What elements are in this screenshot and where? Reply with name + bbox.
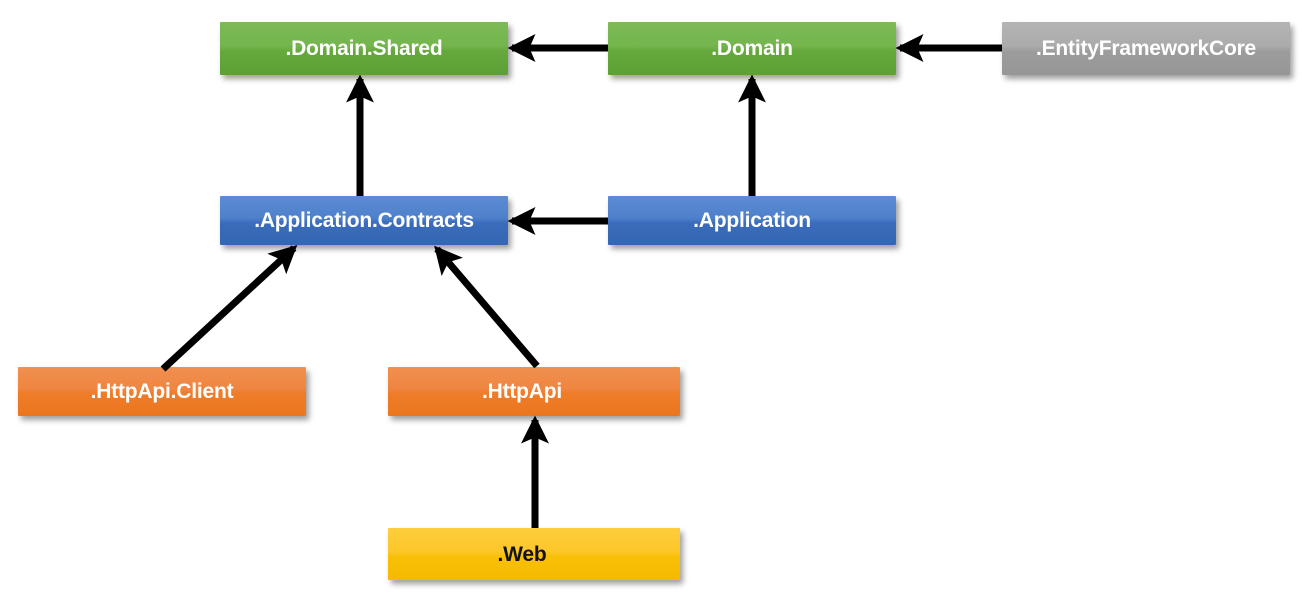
node-application[interactable]: .Application [608,196,896,245]
node-web[interactable]: .Web [388,528,680,580]
arrow-group [160,34,1002,528]
node-label-httpapi: .HttpApi [481,380,563,403]
node-label-application: .Application [693,209,811,232]
arrow-httpapi-client-to-application-contracts [160,244,298,372]
node-entityframeworkcore[interactable]: .EntityFrameworkCore [1002,22,1290,75]
node-application-contracts[interactable]: .Application.Contracts [220,196,508,245]
node-label-entityframeworkcore: .EntityFrameworkCore [1035,37,1257,60]
node-domain[interactable]: .Domain [608,22,896,75]
node-label-httpapi-client: .HttpApi.Client [90,380,234,403]
node-label-application-contracts: .Application.Contracts [254,209,474,232]
node-httpapi-client[interactable]: .HttpApi.Client [18,367,306,416]
arrow-httpapi-to-application-contracts [434,245,540,369]
node-label-web: .Web [497,542,547,566]
node-httpapi[interactable]: .HttpApi [388,367,680,416]
node-label-domain: .Domain [711,37,793,60]
node-domain-shared[interactable]: .Domain.Shared [220,22,508,75]
node-label-domain-shared: .Domain.Shared [285,37,443,60]
